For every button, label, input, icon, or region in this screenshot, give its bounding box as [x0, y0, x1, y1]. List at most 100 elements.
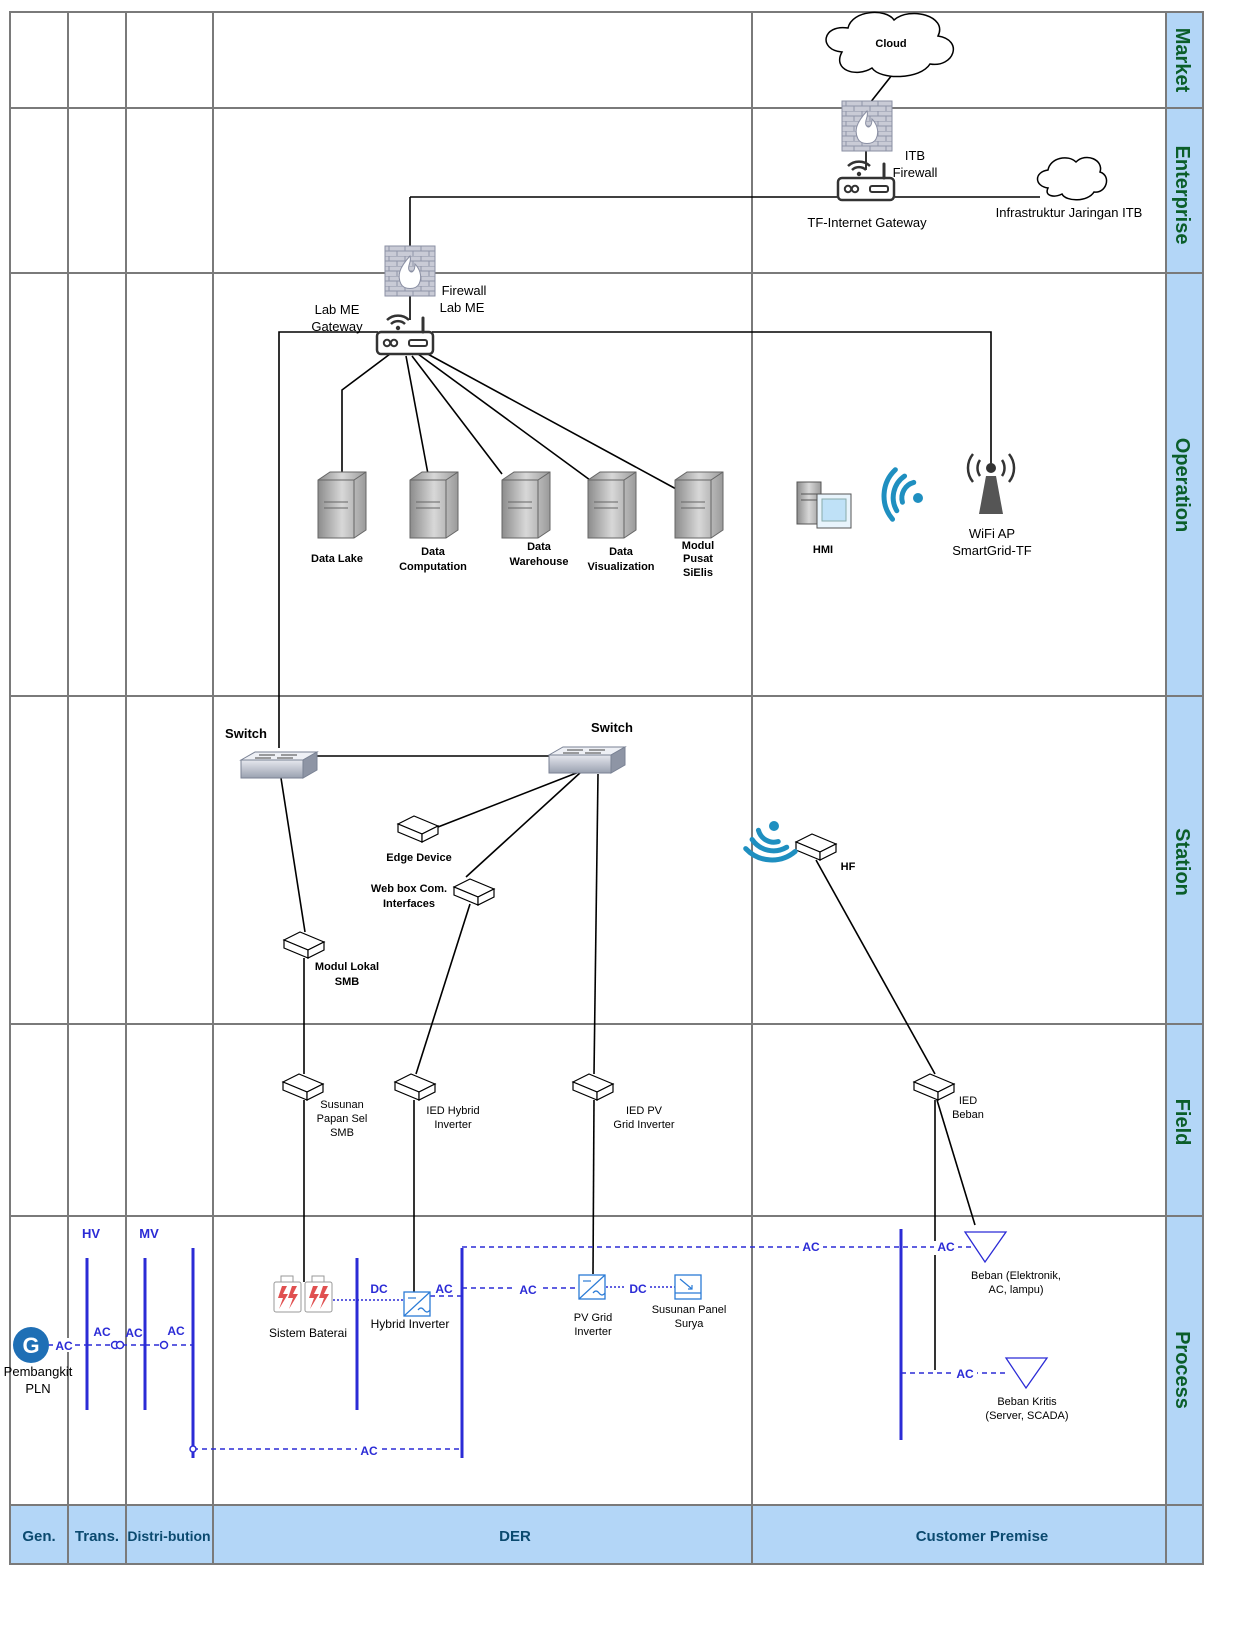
data-warehouse-label-2: Warehouse — [510, 556, 569, 568]
tf-internet-gateway-label: TF-Internet Gateway — [807, 215, 927, 230]
device-icon — [397, 815, 439, 843]
ied-hybrid-label-2: Inverter — [434, 1119, 472, 1131]
web-box: Web box Com. Interfaces — [371, 878, 495, 910]
domain-customer-premise: Customer Premise — [916, 1528, 1049, 1545]
hv-label: HV — [82, 1226, 100, 1241]
sistem-baterai: Sistem Baterai — [269, 1275, 347, 1340]
zone-enterprise: Enterprise — [1171, 146, 1193, 245]
switch-icon — [548, 746, 626, 774]
switch-left-label: Switch — [225, 726, 267, 741]
susunan-papan-sel: Susunan Papan Sel SMB — [282, 1073, 368, 1139]
ac-label-pv: AC — [519, 1283, 537, 1297]
device-icon — [394, 1073, 436, 1101]
modul-lokal-smb: Modul Lokal SMB — [283, 931, 379, 988]
ied-beban-label-2: Beban — [952, 1109, 984, 1121]
device-icon — [283, 931, 325, 959]
ied-hybrid-label-1: IED Hybrid — [426, 1105, 479, 1117]
pembangkit-label-1: Pembangkit — [4, 1364, 73, 1379]
hf-device: HF — [795, 833, 856, 873]
pembangkit-label-2: PLN — [25, 1381, 50, 1396]
susunan-papan-label-2: Papan Sel — [317, 1113, 368, 1125]
sistem-baterai-label: Sistem Baterai — [269, 1326, 347, 1340]
device-icon — [795, 833, 837, 861]
beban: Beban (Elektronik, AC, lampu) — [963, 1231, 1061, 1296]
server-icon — [674, 471, 724, 539]
server-modul-pusat: Modul Pusat SiElis — [674, 471, 724, 579]
breaker-icon — [159, 1340, 169, 1350]
inverter-icon — [403, 1291, 431, 1317]
data-visualization-label-1: Data — [609, 546, 634, 558]
susunan-panel-label-1: Susunan Panel — [652, 1304, 727, 1316]
tf-internet-gateway: TF-Internet Gateway — [807, 160, 927, 230]
data-lake-label: Data Lake — [311, 553, 363, 565]
infrastruktur-itb: Infrastruktur Jaringan ITB — [996, 156, 1143, 220]
itb-firewall: ITB Firewall — [841, 100, 937, 180]
firewall-lab-me: Firewall Lab ME — [384, 245, 487, 315]
beban-kritis-label-2: (Server, SCADA) — [985, 1410, 1068, 1422]
ac-label-beban: AC — [937, 1240, 955, 1254]
hybrid-inverter: Hybrid Inverter — [371, 1291, 449, 1331]
zone-operation: Operation — [1171, 438, 1193, 532]
wifi-ap-label-1: WiFi AP — [969, 526, 1015, 541]
ac-label-gen: AC — [55, 1339, 73, 1353]
pv-grid-inverter-label-1: PV Grid — [574, 1312, 613, 1324]
switch-icon — [240, 751, 318, 779]
lab-gateway-label-1: Lab ME — [315, 302, 360, 317]
transformers — [110, 1340, 197, 1453]
susunan-panel-surya: Susunan Panel Surya — [652, 1274, 727, 1330]
modul-pusat-label-2: Pusat — [683, 553, 713, 565]
itb-firewall-label-1: ITB — [905, 148, 925, 163]
wifi-ap: WiFi AP SmartGrid-TF — [952, 453, 1032, 558]
zone-field: Field — [1171, 1099, 1193, 1146]
server-icon — [501, 471, 551, 539]
zone-band-right — [1166, 12, 1203, 1564]
modul-pusat-label-1: Modul — [682, 540, 714, 552]
data-warehouse-label-1: Data — [527, 541, 552, 553]
data-computation-label-2: Computation — [399, 561, 467, 573]
web-box-label-2: Interfaces — [383, 898, 435, 910]
edge-device-label: Edge Device — [386, 852, 451, 864]
mv-label: MV — [139, 1226, 159, 1241]
pv-grid-inverter: PV Grid Inverter — [574, 1274, 613, 1338]
hmi-label: HMI — [813, 544, 833, 556]
zone-market: Market — [1171, 28, 1193, 93]
susunan-papan-label-3: SMB — [330, 1127, 354, 1139]
cloud-label: Cloud — [875, 38, 906, 50]
switch-right: Switch — [548, 720, 633, 774]
generator-icon — [13, 1327, 49, 1363]
dc-label-pv: DC — [629, 1282, 647, 1296]
ac-label-dist: AC — [167, 1324, 185, 1338]
lab-me-gateway: Lab ME Gateway — [311, 302, 435, 356]
domain-distribution: Distri-bution — [127, 1528, 210, 1544]
cloud-icon — [825, 11, 955, 78]
generator-symbol: G — [22, 1333, 39, 1358]
ied-hybrid-inverter: IED Hybrid Inverter — [394, 1073, 480, 1131]
router-icon — [375, 314, 435, 356]
beban-label-2: AC, lampu) — [988, 1284, 1043, 1296]
wireless-signal-icon — [869, 467, 927, 525]
firewall-lab-label-1: Firewall — [442, 283, 487, 298]
domain-band-bottom — [10, 1505, 1203, 1564]
hf-label: HF — [841, 861, 856, 873]
server-icon — [409, 471, 459, 539]
connection-labels: AC AC AC AC AC DC AC AC DC AC AC AC — [53, 1240, 977, 1458]
pv-grid-inverter-label-2: Inverter — [574, 1326, 612, 1338]
ied-pv-label-2: Grid Inverter — [613, 1119, 674, 1131]
firewall-icon — [841, 100, 893, 152]
switch-right-label: Switch — [591, 720, 633, 735]
lab-gateway-label-2: Gateway — [311, 319, 363, 334]
infrastruktur-itb-label: Infrastruktur Jaringan ITB — [996, 205, 1143, 220]
wireless-signal-operation — [869, 467, 927, 525]
server-icon — [587, 471, 637, 539]
load-icon — [963, 1231, 1008, 1264]
server-data-warehouse: Data Warehouse — [501, 471, 569, 568]
data-computation-label-1: Data — [421, 546, 446, 558]
server-data-lake: Data Lake — [311, 471, 367, 565]
device-icon — [453, 878, 495, 906]
susunan-panel-label-2: Surya — [675, 1318, 705, 1330]
hmi-icon — [796, 481, 852, 529]
domain-transmission: Trans. — [75, 1528, 119, 1545]
network-wires — [278, 74, 1040, 1370]
firewall-lab-label-2: Lab ME — [440, 300, 485, 315]
ac-label-trans: AC — [93, 1325, 111, 1339]
